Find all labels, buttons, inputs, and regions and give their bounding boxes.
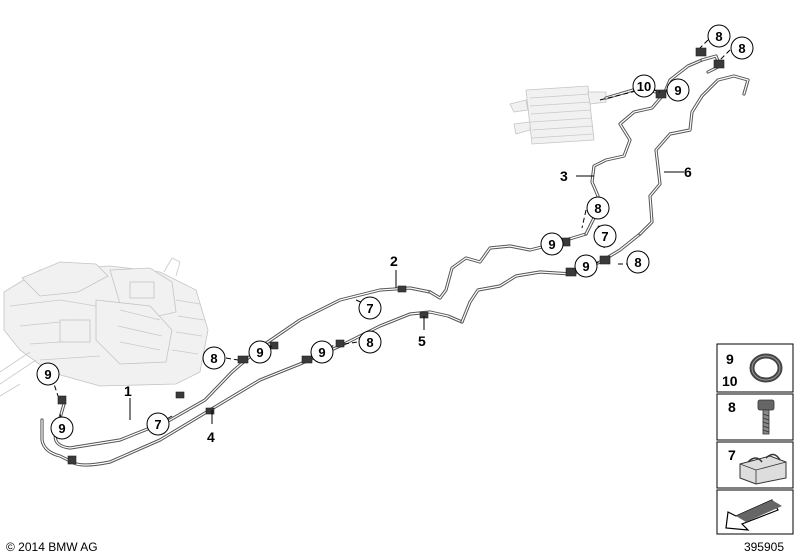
svg-text:8: 8 bbox=[738, 41, 745, 56]
svg-text:9: 9 bbox=[318, 345, 325, 360]
callout-8-top-left: 8 bbox=[707, 24, 731, 48]
part-label-5: 5 bbox=[418, 333, 426, 349]
svg-text:9: 9 bbox=[548, 237, 555, 252]
bolt-icon bbox=[757, 399, 775, 435]
part-label-3: 3 bbox=[560, 168, 568, 184]
fitting-mid-left-2 bbox=[269, 341, 279, 350]
o-ring-icon bbox=[749, 353, 783, 383]
callout-8-top-right: 8 bbox=[730, 36, 754, 60]
callout-9-middle: 9 bbox=[310, 340, 334, 364]
callout-8-right-upper: 8 bbox=[586, 196, 610, 220]
part-number-labels: 1 2 3 4 5 6 bbox=[124, 164, 692, 445]
svg-text:9: 9 bbox=[44, 367, 51, 382]
callout-9-right-lower: 9 bbox=[574, 254, 598, 278]
svg-text:8: 8 bbox=[634, 255, 641, 270]
fitting-top-3 bbox=[713, 59, 725, 69]
callout-9-right-upper: 9 bbox=[540, 232, 564, 256]
fitting-right-2 bbox=[565, 267, 577, 277]
callout-7-right: 7 bbox=[593, 224, 617, 248]
callout-7-lower: 7 bbox=[146, 412, 170, 436]
fitting-mid-2 bbox=[335, 339, 345, 348]
legend-label-7: 7 bbox=[728, 447, 736, 463]
circled-callouts: 7 7 7 8 8 8 8 8 bbox=[36, 24, 754, 440]
legend-label-8: 8 bbox=[728, 399, 736, 415]
fittings bbox=[57, 47, 725, 465]
callout-8-right-lower: 8 bbox=[626, 250, 650, 274]
legend-cell-bolt bbox=[716, 393, 794, 441]
holder-line-1 bbox=[175, 391, 185, 399]
svg-text:9: 9 bbox=[256, 345, 263, 360]
svg-text:9: 9 bbox=[674, 83, 681, 98]
cooler-illustration bbox=[509, 85, 607, 145]
hvac-housing-illustration bbox=[0, 257, 209, 397]
svg-text:10: 10 bbox=[637, 79, 651, 94]
clip-holder-icon bbox=[739, 453, 787, 485]
holder-line-4 bbox=[205, 407, 215, 415]
fitting-lower-left bbox=[57, 395, 67, 405]
part-label-1: 1 bbox=[124, 383, 132, 399]
copyright-notice: © 2014 BMW AG bbox=[6, 540, 98, 554]
part-label-2: 2 bbox=[390, 253, 398, 269]
fitting-top-2 bbox=[695, 47, 707, 57]
callout-8-left: 8 bbox=[202, 346, 226, 370]
callout-9-top: 9 bbox=[666, 78, 690, 102]
svg-text:8: 8 bbox=[210, 351, 217, 366]
svg-text:8: 8 bbox=[715, 29, 722, 44]
svg-text:7: 7 bbox=[154, 417, 161, 432]
parts-legend: 9 10 8 7 bbox=[716, 343, 794, 535]
callout-8-middle: 8 bbox=[358, 330, 382, 354]
callout-9-left: 9 bbox=[248, 340, 272, 364]
callout-10-top: 10 bbox=[632, 74, 656, 98]
diagram-number: 395905 bbox=[743, 540, 784, 554]
svg-text:8: 8 bbox=[594, 201, 601, 216]
svg-text:9: 9 bbox=[582, 259, 589, 274]
svg-text:7: 7 bbox=[366, 301, 373, 316]
refrigerant-lines bbox=[40, 54, 750, 467]
pointer-arrow-icon bbox=[725, 499, 782, 531]
part-label-4: 4 bbox=[207, 429, 215, 445]
fitting-lower-left-2 bbox=[67, 455, 77, 465]
fitting-mid-left bbox=[237, 355, 249, 364]
callout-9-far-left-bottom: 9 bbox=[50, 416, 74, 440]
part-label-6: 6 bbox=[684, 164, 692, 180]
callout-9-far-left-top: 9 bbox=[36, 362, 60, 386]
svg-text:9: 9 bbox=[58, 421, 65, 436]
fitting-right-4 bbox=[599, 255, 611, 265]
fitting-mid bbox=[301, 355, 313, 364]
fitting-top bbox=[655, 89, 667, 99]
callout-7-middle: 7 bbox=[358, 296, 382, 320]
legend-label-9: 9 bbox=[726, 351, 734, 367]
svg-text:7: 7 bbox=[601, 229, 608, 244]
holder-line-2 bbox=[397, 285, 407, 293]
svg-text:8: 8 bbox=[366, 335, 373, 350]
legend-label-10: 10 bbox=[722, 373, 738, 389]
